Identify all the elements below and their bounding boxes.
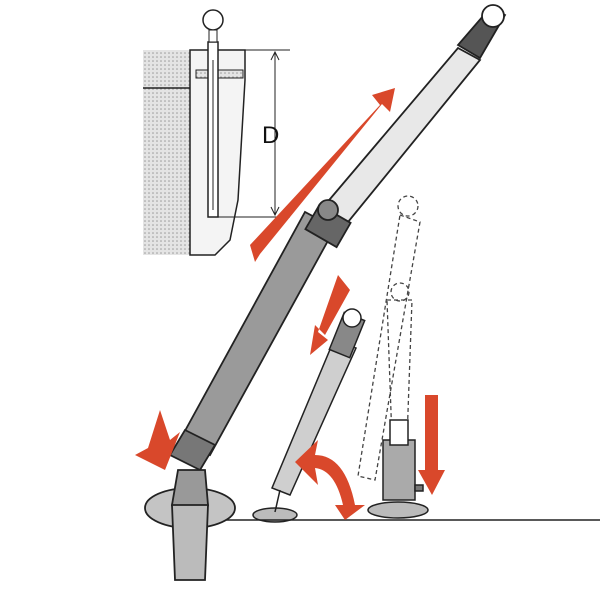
movement-arrows [135, 88, 445, 520]
ghost-pole-positions [357, 195, 421, 481]
arrow-down-left [135, 410, 180, 470]
curved-arrow [295, 440, 365, 520]
arrow-down-right [418, 395, 445, 495]
main-pole [144, 4, 507, 581]
telescope-double-arrow [250, 88, 395, 262]
dimension-label: D [262, 122, 280, 149]
arrow-down-middle [310, 275, 350, 355]
vertical-pole [367, 419, 429, 519]
inset-detail [143, 9, 290, 256]
middle-pole [252, 308, 366, 523]
